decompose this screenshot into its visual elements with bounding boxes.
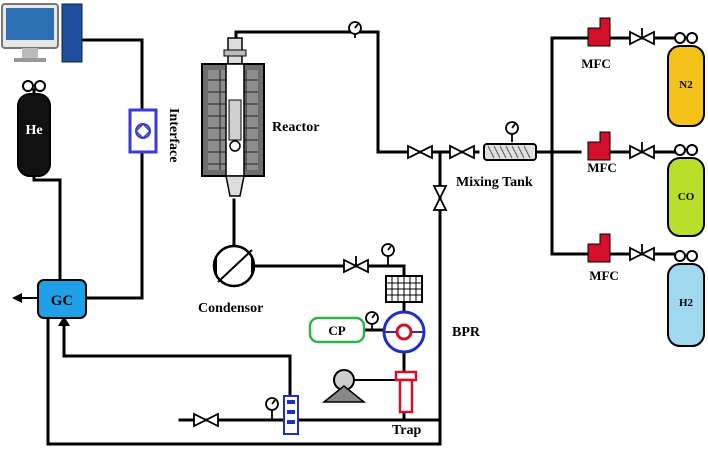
h2-label: H2 bbox=[679, 297, 694, 309]
condensor: Condensor bbox=[198, 244, 263, 316]
computer-icon bbox=[1, 3, 83, 63]
pipe-flowmeter-gc bbox=[62, 322, 292, 404]
mfc2-label: MFC bbox=[587, 160, 617, 175]
gauge-cp-icon bbox=[365, 311, 379, 330]
pressure-gauges bbox=[265, 21, 519, 420]
n2-cylinder: N2 bbox=[667, 32, 705, 127]
mfc-3: MFC bbox=[587, 233, 619, 283]
vent-arrow-icon bbox=[12, 293, 22, 303]
trap-label: Trap bbox=[392, 423, 422, 438]
mfc-1: MFC bbox=[581, 17, 611, 71]
gauge-mixing-tank-icon bbox=[505, 121, 519, 142]
valve-reactor-line-1[interactable] bbox=[407, 144, 433, 160]
gc-inlet-arrow-icon bbox=[58, 316, 70, 326]
pipe-condensor-filter bbox=[254, 264, 406, 278]
pipe-mixing-mfc1 bbox=[550, 36, 590, 154]
h2-cylinder: H2 bbox=[667, 250, 705, 347]
mfc-2: MFC bbox=[587, 131, 617, 175]
mfc3-label: MFC bbox=[589, 268, 619, 283]
gc-label: GC bbox=[51, 293, 74, 309]
he-cylinder: He bbox=[17, 80, 51, 177]
gauge-bottom-line-icon bbox=[265, 397, 279, 420]
cp-label: CP bbox=[328, 323, 345, 338]
pipe-bottom-return bbox=[46, 314, 442, 446]
reactor: Reactor bbox=[201, 37, 319, 197]
valve-reactor-line-2[interactable] bbox=[449, 144, 475, 160]
co-cylinder: CO bbox=[667, 144, 705, 237]
trap: Trap bbox=[392, 370, 422, 438]
n2-label: N2 bbox=[679, 79, 693, 91]
condensor-label: Condensor bbox=[198, 301, 263, 316]
pipe-mixing-mfc3 bbox=[550, 150, 590, 256]
mixing-tank-label: Mixing Tank bbox=[456, 175, 533, 190]
interface-icon bbox=[128, 108, 158, 154]
reactor-label: Reactor bbox=[272, 120, 319, 135]
valve-mfc1[interactable] bbox=[629, 28, 655, 46]
valve-condensor-line[interactable] bbox=[343, 256, 369, 274]
pipe-trap-flowmeter bbox=[178, 410, 406, 422]
flowmeter-icon bbox=[283, 395, 299, 435]
mixing-tank: Mixing Tank bbox=[456, 143, 537, 190]
valve-vertical[interactable] bbox=[432, 185, 448, 211]
valve-mfc2[interactable] bbox=[629, 142, 655, 160]
valves bbox=[193, 28, 655, 428]
pump-icon bbox=[321, 369, 367, 403]
gauge-reactor-line-icon bbox=[348, 21, 362, 38]
co-label: CO bbox=[678, 191, 695, 203]
he-label: He bbox=[25, 123, 42, 138]
pipelines bbox=[12, 30, 678, 446]
valve-flowmeter-inlet[interactable] bbox=[193, 412, 219, 428]
cp-box: CP bbox=[308, 316, 366, 344]
gc-box: GC bbox=[37, 279, 87, 319]
valve-mfc3[interactable] bbox=[629, 244, 655, 262]
pipe-computer-interface-gc bbox=[68, 38, 144, 300]
interface-label: Interface bbox=[166, 108, 181, 162]
filter-grid-icon bbox=[385, 275, 423, 303]
mfc1-label: MFC bbox=[581, 56, 611, 71]
bpr: BPR bbox=[382, 310, 481, 354]
gauge-condensor-line-icon bbox=[381, 243, 395, 266]
bpr-label: BPR bbox=[452, 325, 481, 340]
